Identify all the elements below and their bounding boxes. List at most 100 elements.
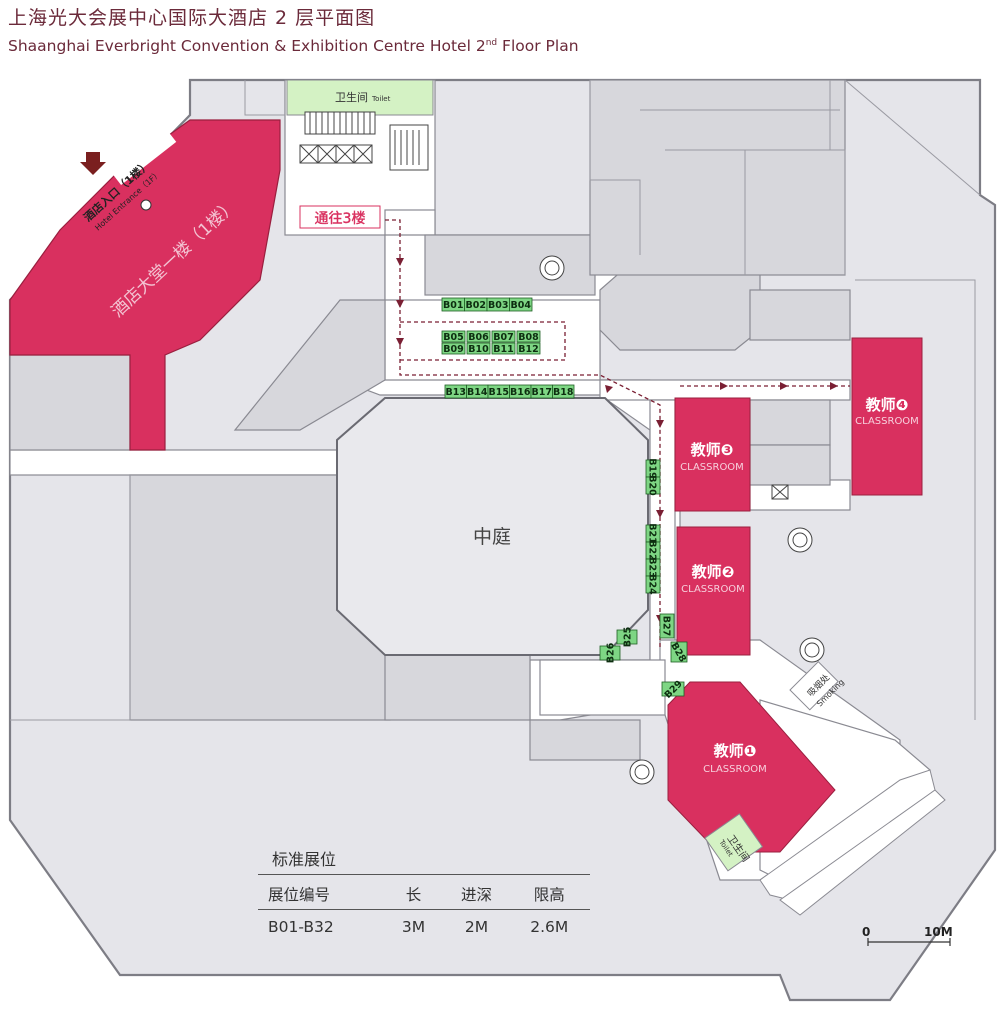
booth-box	[661, 681, 685, 697]
booth-b04[interactable]: B04	[509, 297, 533, 312]
booth-label: B08	[518, 332, 539, 343]
booth-box	[491, 342, 516, 355]
page-subtitle: Shaanghai Everbright Convention & Exhibi…	[8, 32, 579, 57]
booth-label: B18	[553, 387, 574, 398]
booth-b14[interactable]: B14	[466, 384, 489, 399]
spec-cell-length: 3M	[401, 918, 426, 936]
booth-b28[interactable]: B28	[668, 641, 688, 665]
booth-b06[interactable]: B06	[466, 330, 491, 343]
booth-label: B04	[511, 300, 532, 311]
booth-b03[interactable]: B03	[486, 297, 510, 312]
to-3f-sign	[299, 205, 381, 229]
booth-label: B19	[647, 458, 658, 478]
classroom-4-sub: CLASSROOM	[855, 416, 919, 427]
booth-label: B12	[518, 344, 538, 355]
booth-b10[interactable]: B10	[466, 342, 491, 355]
spiral-stair-icon	[629, 759, 655, 785]
booth-b05[interactable]: B05	[441, 330, 466, 343]
booth-b16[interactable]: B16	[509, 384, 532, 399]
spec-header-id: 展位编号	[268, 886, 331, 904]
booth-b26[interactable]: B26	[599, 642, 621, 663]
classroom-2-label: 教师❷	[691, 563, 735, 581]
toilet-top-en: Toilet	[371, 95, 391, 103]
booth-label: B24	[647, 574, 658, 595]
booth-label: B06	[468, 332, 489, 343]
booth-b12[interactable]: B12	[516, 342, 541, 355]
booth-b27[interactable]: B27	[659, 613, 675, 639]
classroom-3-label: 教师❸	[690, 441, 734, 459]
booth-b22[interactable]: B22	[645, 540, 661, 561]
scale-bar: 0 10M	[862, 925, 953, 946]
spiral-stair-icon	[787, 527, 813, 553]
hotel-lobby	[9, 119, 281, 451]
booth-label: B21	[647, 523, 658, 543]
stairs-icon	[389, 124, 429, 171]
booth-label: B02	[466, 300, 486, 311]
spec-cell-id: B01-B32	[268, 918, 334, 936]
booth-label: B07	[493, 332, 513, 343]
scale-end: 10M	[924, 925, 953, 939]
booth-b18[interactable]: B18	[552, 384, 575, 399]
spec-header-height: 限高	[533, 886, 565, 904]
booth-b11[interactable]: B11	[491, 342, 516, 355]
classroom-4-label: 教师❹	[865, 396, 909, 414]
booth-label: B13	[446, 387, 466, 398]
utility-room-icon	[771, 484, 789, 500]
booth-label: B03	[488, 300, 508, 311]
booth-label: B20	[647, 475, 658, 496]
classroom-1-label: 教师❶	[713, 742, 757, 760]
spiral-stair-icon	[799, 637, 825, 663]
booth-b02[interactable]: B02	[464, 297, 488, 312]
booth-b15[interactable]: B15	[487, 384, 510, 399]
booth-b29[interactable]: B29	[661, 679, 685, 701]
subtitle-main: Shaanghai Everbright Convention & Exhibi…	[8, 37, 486, 56]
booth-b24[interactable]: B24	[645, 574, 661, 595]
header: 上海光大会展中心国际大酒店 2 层平面图 Shaanghai Everbrigh…	[8, 4, 579, 57]
classroom-4[interactable]: 教师❹ CLASSROOM	[851, 337, 923, 496]
booth-box	[599, 645, 621, 661]
booth-box	[516, 330, 541, 343]
to-3f-label: 通往3楼	[315, 211, 366, 227]
booth-b01[interactable]: B01	[441, 297, 465, 312]
spec-table-row: B01-B32 3M 2M 2.6M	[258, 910, 590, 940]
booth-b20[interactable]: B20	[645, 475, 661, 496]
classroom-1[interactable]: 教师❶ CLASSROOM	[667, 681, 836, 853]
subtitle-tail: Floor Plan	[497, 37, 579, 56]
booth-box	[645, 575, 661, 594]
spec-table: 标准展位 展位编号 长 进深 限高 B01-B32 3M 2M 2.6M	[258, 842, 590, 940]
booth-label: B16	[510, 387, 531, 398]
spec-table-header: 展位编号 长 进深 限高	[258, 875, 590, 910]
classroom-3-sub: CLASSROOM	[680, 462, 744, 473]
booth-box	[466, 330, 491, 343]
booth-b19[interactable]: B19	[645, 458, 661, 479]
booth-label: B25	[623, 627, 634, 647]
booth-box	[659, 613, 675, 639]
booth-box	[509, 297, 533, 312]
spec-table-caption: 标准展位	[258, 842, 590, 875]
booth-label: B17	[532, 387, 552, 398]
booth-b17[interactable]: B17	[530, 384, 553, 399]
toilet-top	[286, 79, 434, 116]
entrance-arrow-icon	[80, 152, 106, 175]
booth-label: B14	[467, 387, 488, 398]
classroom-1-sub: CLASSROOM	[703, 764, 767, 775]
classroom-3[interactable]: 教师❸ CLASSROOM	[674, 397, 751, 512]
booth-b13[interactable]: B13	[444, 384, 467, 399]
elevators-icon	[299, 144, 373, 164]
booth-box	[491, 330, 516, 343]
toilet-bottom: 卫生间 Toilet	[704, 813, 764, 872]
booth-box	[466, 342, 491, 355]
booth-b08[interactable]: B08	[516, 330, 541, 343]
booth-b25[interactable]: B25	[616, 627, 638, 647]
classroom-2[interactable]: 教师❷ CLASSROOM	[676, 526, 751, 656]
courtyard-label: 中庭	[473, 526, 511, 548]
booth-label: B05	[443, 332, 463, 343]
booth-b09[interactable]: B09	[441, 342, 466, 355]
scale-start: 0	[862, 925, 870, 939]
booth-label: B23	[647, 557, 658, 577]
spiral-stair-icon	[539, 255, 565, 281]
door-icon	[140, 199, 152, 211]
booth-b07[interactable]: B07	[491, 330, 516, 343]
